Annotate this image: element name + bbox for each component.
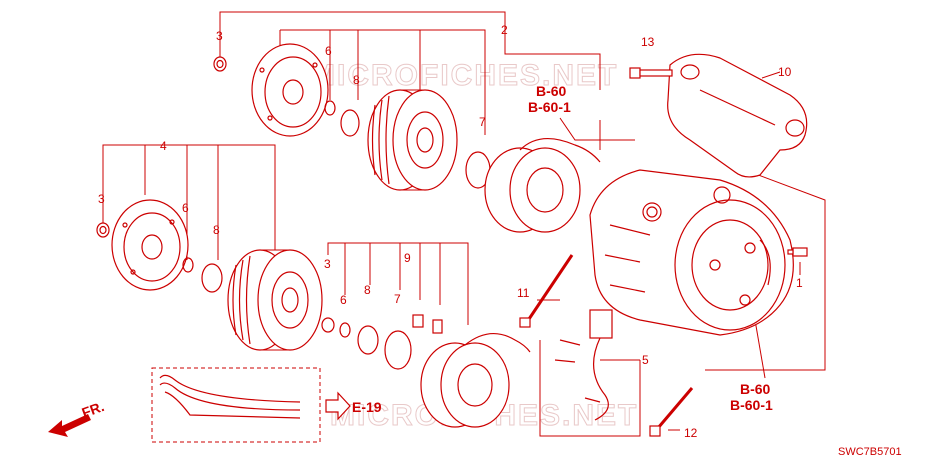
nut-3-low [321,317,335,333]
ref-b60-1-top[interactable]: B-60-1 [528,99,571,115]
shim-6-mid [182,257,194,273]
callout-3-top: 3 [216,29,223,43]
belt-reference-arrow [325,391,351,421]
front-direction-arrow [48,414,91,437]
pulley-top [367,89,458,191]
armature-plate-top [251,43,329,137]
callout-3-low: 3 [324,257,331,271]
ref-b60-top[interactable]: B-60 [536,83,567,99]
callout-6-low: 6 [340,293,347,307]
belt-frame [151,367,321,443]
bolt-11 [519,254,574,328]
ref-b60-bottom[interactable]: B-60 [740,381,771,397]
pulley-mid [227,249,323,351]
relief-valve-1 [787,247,808,257]
callout-8-low: 8 [364,283,371,297]
nut-3-top [213,56,227,72]
diagram-code: SWC7B5701 [838,446,902,458]
field-coil-top [484,138,601,233]
drive-belt [159,374,301,419]
callout-6-top: 6 [325,44,332,58]
shim-6-low [339,322,351,338]
callout-3-mid: 3 [98,192,105,206]
callout-1: 1 [796,276,803,290]
compressor-bracket-10 [667,53,808,178]
callout-2: 2 [501,23,508,37]
callout-10: 10 [778,65,792,79]
callout-7-low: 7 [394,292,401,306]
armature-plate-mid [111,199,189,291]
watermark-top: MICROFICHES.NET [310,59,618,92]
field-coil-low [420,333,531,428]
ref-e19[interactable]: E-19 [352,399,382,415]
callout-13: 13 [641,35,655,49]
nut-3-mid [96,222,110,238]
callout-6-mid: 6 [182,201,189,215]
compressor-body [589,169,794,336]
callout-5: 5 [642,353,649,367]
callout-8-mid: 8 [213,223,220,237]
callout-9: 9 [404,251,411,265]
callout-8-top: 8 [353,73,360,87]
shim-6-top [324,100,336,116]
thermal-switch [412,314,443,334]
snap-ring-8-mid [201,263,223,293]
callout-11: 11 [517,286,530,300]
snap-ring-7-low [384,330,412,370]
ref-b60-1-bottom[interactable]: B-60-1 [730,397,773,413]
bolt-13 [629,67,673,79]
wire-harness-5 [554,309,613,421]
bolt-12 [649,387,694,437]
callout-12: 12 [684,426,698,440]
callout-7-top: 7 [479,115,486,129]
callout-4: 4 [160,139,167,153]
front-direction-label: FR. [80,398,107,421]
snap-ring-8-top [340,109,360,137]
snap-ring-8-low [357,325,379,355]
